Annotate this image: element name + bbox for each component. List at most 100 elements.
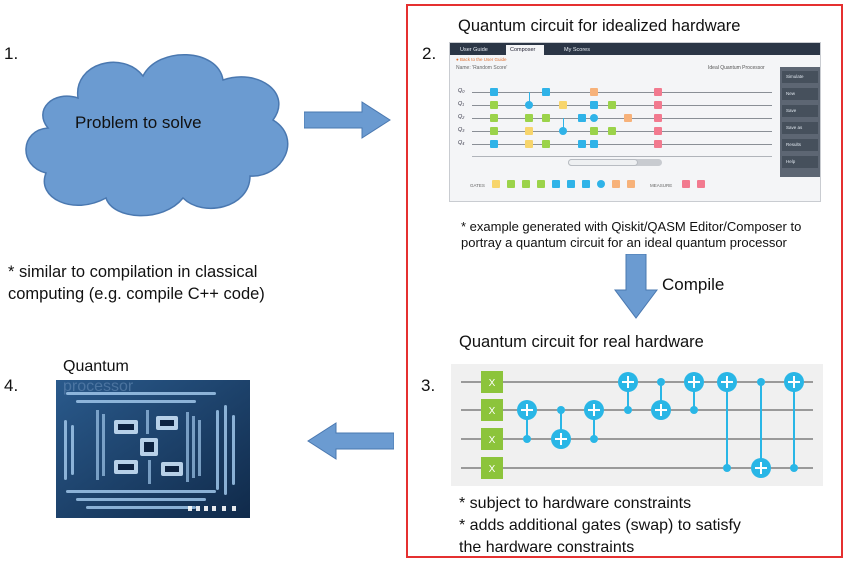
composer-gate[interactable] bbox=[525, 101, 533, 109]
processor-name: Ideal Quantum Processor bbox=[708, 65, 765, 71]
composer-gate[interactable] bbox=[624, 114, 632, 122]
back-link[interactable]: ● Back to the User Guide bbox=[456, 57, 507, 62]
cnot-control-dot bbox=[790, 464, 798, 472]
compile-label: Compile bbox=[662, 275, 725, 294]
composer-measure[interactable] bbox=[654, 101, 662, 109]
tab-my-scores[interactable]: My Scores bbox=[564, 47, 590, 53]
arrow-left bbox=[307, 422, 394, 460]
qubit-label-0: Q₀ bbox=[458, 88, 465, 94]
composer-gate[interactable] bbox=[490, 140, 498, 148]
compilation-note-line-2: computing (e.g. compile C++ code) bbox=[8, 285, 265, 303]
results-button[interactable]: Results bbox=[782, 139, 818, 151]
composer-gate[interactable] bbox=[542, 88, 550, 96]
tab-composer[interactable]: Composer bbox=[506, 45, 544, 55]
composer-control-line bbox=[563, 118, 564, 132]
save-as-button[interactable]: Save as bbox=[782, 122, 818, 134]
composer-gate[interactable] bbox=[542, 114, 550, 122]
composer-gate[interactable] bbox=[590, 127, 598, 135]
cnot-control-dot bbox=[523, 435, 531, 443]
composer-gate[interactable] bbox=[590, 140, 598, 148]
hardware-note-line-3: the hardware constraints bbox=[459, 539, 635, 556]
palette-gate[interactable] bbox=[567, 180, 575, 188]
composer-gate[interactable] bbox=[490, 127, 498, 135]
composer-gate[interactable] bbox=[578, 114, 586, 122]
x-gate bbox=[481, 428, 503, 450]
tab-user-guide[interactable]: User Guide bbox=[460, 47, 488, 53]
palette-gate[interactable] bbox=[552, 180, 560, 188]
composer-gate[interactable] bbox=[578, 140, 586, 148]
composer-wire-2 bbox=[472, 118, 772, 119]
composer-wire-1 bbox=[472, 105, 772, 106]
palette-gate[interactable] bbox=[597, 180, 605, 188]
composer-measure[interactable] bbox=[654, 127, 662, 135]
cnot-control-dot bbox=[723, 464, 731, 472]
step-1-label: 1. bbox=[4, 44, 19, 63]
x-gate-label: X bbox=[489, 435, 496, 446]
pipeline-frame bbox=[406, 4, 843, 558]
problem-cloud bbox=[25, 54, 289, 217]
composer-scrollbar[interactable] bbox=[568, 159, 662, 166]
composer-gate[interactable] bbox=[525, 127, 533, 135]
cnot-control-dot bbox=[757, 378, 765, 386]
x-gate-label: X bbox=[489, 464, 496, 475]
composer-wire-0 bbox=[472, 92, 772, 93]
composer-gate[interactable] bbox=[525, 114, 533, 122]
idealized-circuit-title: Quantum circuit for idealized hardware bbox=[458, 17, 741, 35]
palette-measure[interactable] bbox=[682, 180, 690, 188]
composer-gate[interactable] bbox=[490, 114, 498, 122]
palette-barrier[interactable] bbox=[697, 180, 705, 188]
composer-wire-3 bbox=[472, 131, 772, 132]
gates-label: GATES bbox=[470, 183, 485, 188]
palette-gate[interactable] bbox=[627, 180, 635, 188]
composer-gate[interactable] bbox=[590, 114, 598, 122]
scrollbar-thumb[interactable] bbox=[568, 159, 638, 166]
x-gate bbox=[481, 371, 503, 393]
palette-gate[interactable] bbox=[582, 180, 590, 188]
qubit-label-3: Q₃ bbox=[458, 127, 465, 133]
composer-sidebar: Simulate New Save Save as Results Help bbox=[780, 67, 820, 177]
composer-note-line-1: * example generated with Qiskit/QASM Edi… bbox=[461, 219, 802, 234]
composer-gate[interactable] bbox=[559, 101, 567, 109]
quantum-processor-image bbox=[56, 380, 250, 518]
composer-measure[interactable] bbox=[654, 114, 662, 122]
compilation-note-line-1: * similar to compilation in classical bbox=[8, 263, 258, 281]
step-3-label: 3. bbox=[421, 376, 436, 395]
composer-measure[interactable] bbox=[654, 88, 662, 96]
chip-svg bbox=[56, 380, 250, 518]
simulate-button[interactable]: Simulate bbox=[782, 71, 818, 83]
palette-gate[interactable] bbox=[522, 180, 530, 188]
hardware-note-line-1: * subject to hardware constraints bbox=[459, 495, 692, 512]
composer-measure[interactable] bbox=[654, 140, 662, 148]
composer-gate[interactable] bbox=[590, 88, 598, 96]
composer-gate[interactable] bbox=[608, 101, 616, 109]
new-button[interactable]: New bbox=[782, 88, 818, 100]
save-button[interactable]: Save bbox=[782, 105, 818, 117]
composer-gate[interactable] bbox=[608, 127, 616, 135]
composer-gate[interactable] bbox=[590, 101, 598, 109]
arrow-right bbox=[304, 101, 391, 139]
composer-gate[interactable] bbox=[525, 140, 533, 148]
palette-gate[interactable] bbox=[507, 180, 515, 188]
composer-tabbar: User Guide Composer My Scores bbox=[450, 43, 820, 55]
palette-gate[interactable] bbox=[612, 180, 620, 188]
hardware-note-line-2: * adds additional gates (swap) to satisf… bbox=[459, 517, 741, 534]
composer-gate[interactable] bbox=[559, 127, 567, 135]
composer-wire-4 bbox=[472, 144, 772, 145]
qiskit-composer-screenshot: User Guide Composer My Scores ● Back to … bbox=[449, 42, 821, 202]
help-button[interactable]: Help bbox=[782, 156, 818, 168]
arrow-down bbox=[614, 254, 658, 319]
cloud-label: Problem to solve bbox=[75, 113, 202, 132]
palette-gate[interactable] bbox=[537, 180, 545, 188]
palette-gate[interactable] bbox=[492, 180, 500, 188]
qubit-label-1: Q₁ bbox=[458, 101, 465, 107]
processor-label-line-2: processor bbox=[63, 378, 134, 395]
composer-gate[interactable] bbox=[490, 101, 498, 109]
cnot-control-dot bbox=[557, 406, 565, 414]
x-gate-label: X bbox=[489, 378, 496, 389]
cnot-control-dot bbox=[657, 378, 665, 386]
composer-note-line-2: portray a quantum circuit for an ideal q… bbox=[461, 235, 787, 250]
cnot-control-dot bbox=[624, 406, 632, 414]
composer-gate[interactable] bbox=[542, 140, 550, 148]
step-2-label: 2. bbox=[422, 44, 437, 63]
composer-gate[interactable] bbox=[490, 88, 498, 96]
